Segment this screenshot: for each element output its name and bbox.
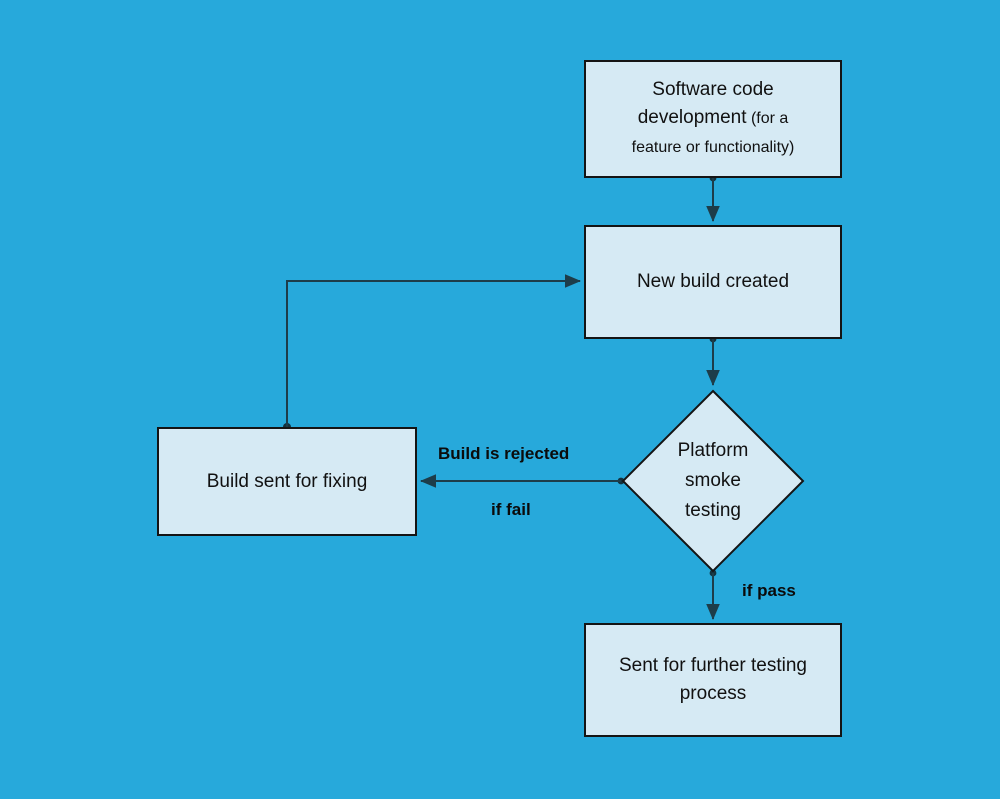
further-line2: process [679, 683, 747, 704]
node-sent-for-further-testing-label: Sent for further testing process [609, 652, 817, 708]
dev-line2: development [637, 107, 747, 128]
edge-label-if-fail: if fail [491, 500, 531, 519]
dev-line1: Software code [652, 79, 774, 100]
node-software-code-development-label: Software code development (for a feature… [622, 76, 805, 162]
node-build-sent-for-fixing[interactable]: Build sent for fixing [157, 427, 417, 536]
node-build-sent-for-fixing-label: Build sent for fixing [206, 470, 368, 492]
dev-note: (for a [746, 110, 789, 127]
dev-line3: feature or functionality) [631, 139, 795, 156]
edge-development-to-new-build [706, 174, 720, 222]
node-new-build-created-label: New build created [636, 271, 790, 292]
node-platform-smoke-testing[interactable]: Platform smoke testing [621, 389, 805, 573]
edge-label-if-pass: if pass [742, 581, 796, 600]
edge-build-fixing-to-new-build [283, 274, 581, 431]
edge-decision-to-further-testing [706, 569, 720, 620]
node-software-code-development[interactable]: Software code development (for a feature… [584, 60, 842, 178]
edge-new-build-to-decision [706, 335, 720, 386]
edge-label-build-is-rejected: Build is rejected [438, 444, 570, 463]
diamond-shape-icon [621, 389, 805, 573]
node-new-build-created[interactable]: New build created [584, 225, 842, 339]
edge-decision-to-build-fixing [420, 474, 625, 488]
node-sent-for-further-testing[interactable]: Sent for further testing process [584, 623, 842, 737]
further-line1: Sent for further testing [619, 655, 807, 676]
